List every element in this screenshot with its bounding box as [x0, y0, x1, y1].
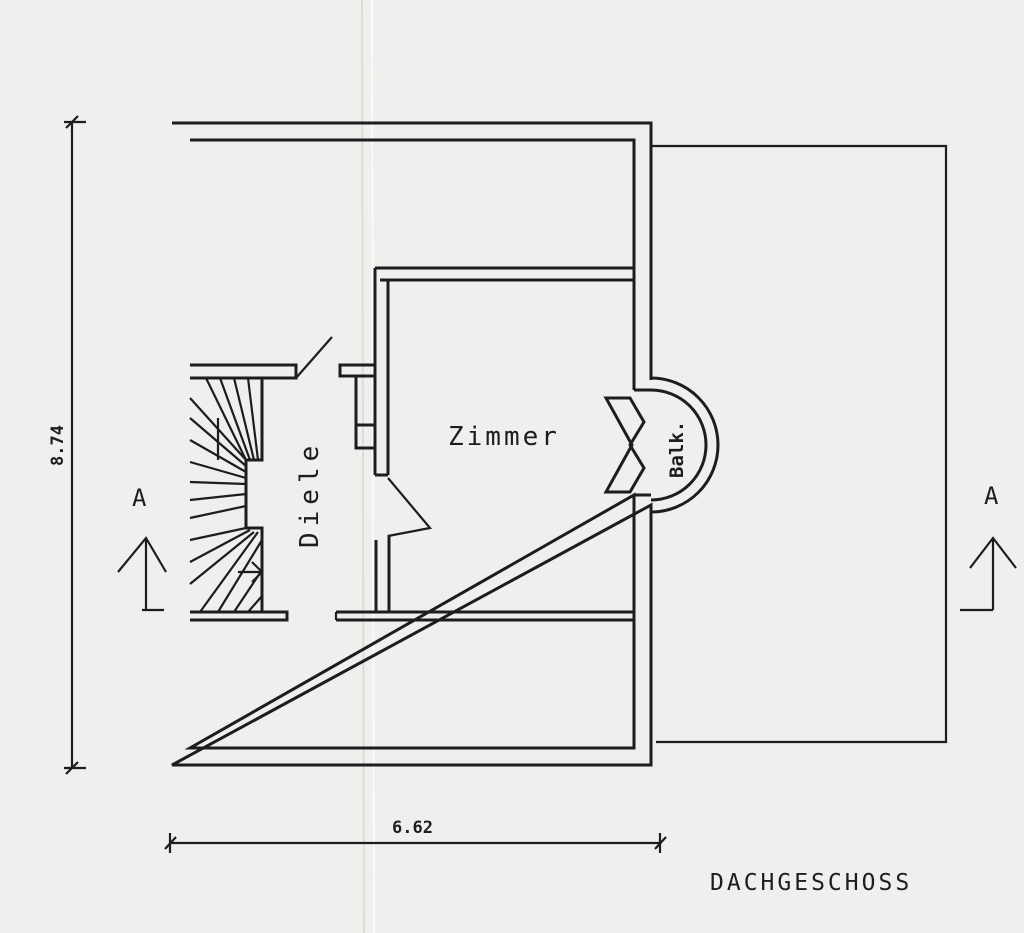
wall-zimmer-left — [373, 268, 390, 477]
paper-fold — [361, 0, 365, 933]
door-zimmer — [387, 477, 433, 538]
balcony-bay — [650, 376, 720, 514]
door-balcony — [603, 388, 651, 497]
section-arrow-left — [117, 536, 167, 612]
section-arrow-right — [960, 536, 1017, 612]
room-label-diele: Diele — [295, 440, 325, 548]
paper-fold-highlight — [371, 0, 375, 933]
chimney — [338, 363, 377, 450]
dimension-label-width: 6.62 — [392, 818, 433, 838]
door-swing-upper — [295, 336, 333, 379]
wall-upper-knee — [190, 363, 298, 380]
roof-outline — [651, 144, 948, 744]
wall-zimmer-left-lower — [374, 535, 391, 612]
wall-zimmer-top — [375, 266, 634, 282]
dimension-height — [64, 115, 86, 775]
floor-title: DACHGESCHOSS — [710, 870, 912, 896]
wall-lower-knee — [190, 610, 634, 622]
room-label-balkon: Balk. — [666, 421, 688, 478]
section-label-right: A — [984, 482, 999, 510]
section-label-left: A — [132, 484, 147, 512]
staircase — [189, 376, 264, 613]
room-label-zimmer: Zimmer — [448, 422, 560, 452]
outer-wall — [171, 121, 653, 767]
dimension-label-height: 8.74 — [48, 425, 68, 466]
dimension-width — [164, 833, 667, 853]
